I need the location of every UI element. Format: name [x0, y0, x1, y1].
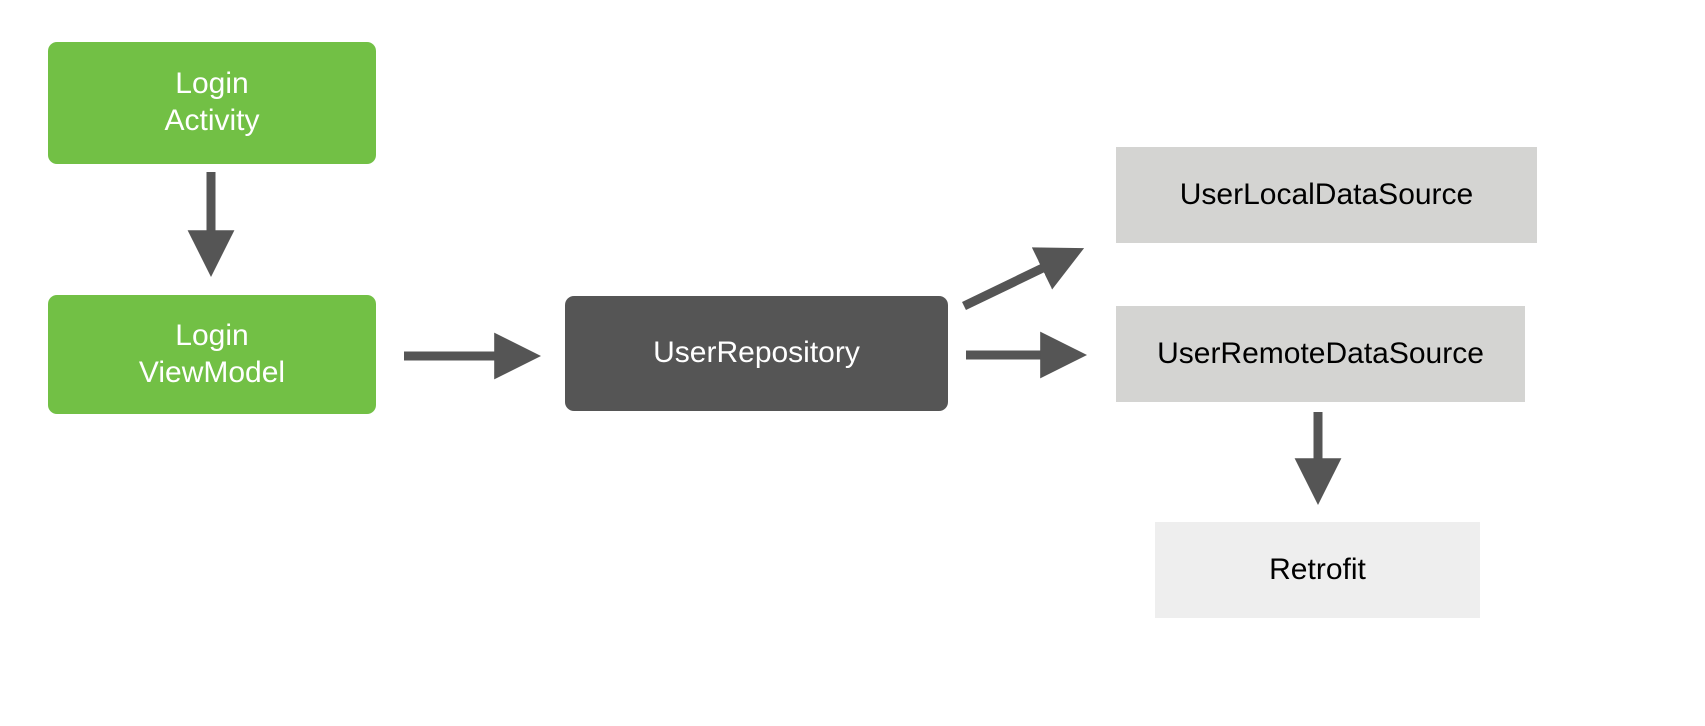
edge-repository-to-local — [962, 247, 1085, 311]
node-user-local-data-source[interactable]: UserLocalDataSource — [1116, 147, 1537, 243]
node-retrofit[interactable]: Retrofit — [1155, 522, 1480, 618]
node-user-repository[interactable]: UserRepository — [565, 296, 948, 411]
node-login-activity[interactable]: Login Activity — [48, 42, 376, 164]
node-user-remote-data-source[interactable]: UserRemoteDataSource — [1116, 306, 1525, 402]
node-login-viewmodel[interactable]: Login ViewModel — [48, 295, 376, 414]
